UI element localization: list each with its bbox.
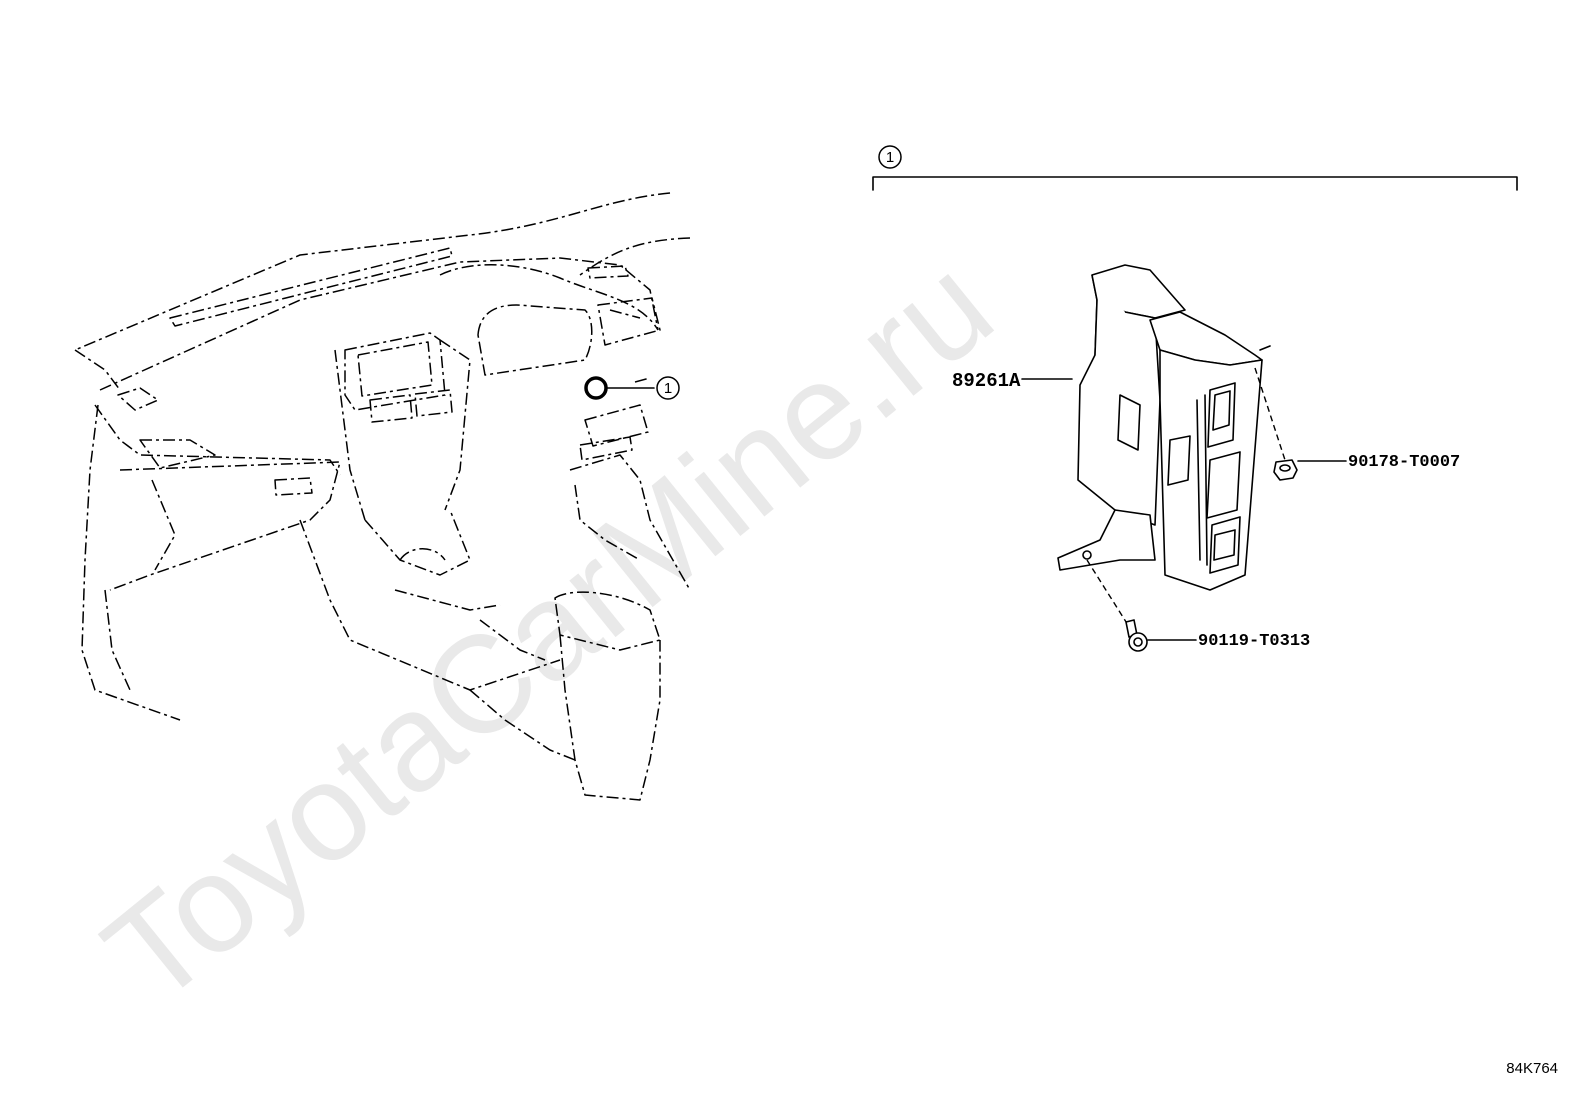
illustration-code: 84K764 <box>1506 1060 1558 1077</box>
callout-circle <box>656 376 680 400</box>
location-callout: 1 <box>584 376 680 400</box>
location-marker <box>584 376 608 400</box>
label-bolt: 90119-T0313 <box>1147 632 1310 651</box>
part-number-90178-t0007: 90178-T0007 <box>1348 453 1460 472</box>
part-number-89261a: 89261A <box>952 370 1021 392</box>
callout-number: 1 <box>664 380 672 397</box>
label-nut: 90178-T0007 <box>1297 453 1460 472</box>
label-ecu: 89261A <box>952 370 1073 392</box>
flange-nut <box>1254 367 1298 481</box>
dashboard-illustration <box>74 192 691 801</box>
watermark-text: ToyotaCarMine.ru <box>77 228 1020 1033</box>
ecu-module <box>1057 264 1271 591</box>
hex-bolt <box>1086 559 1148 652</box>
group-bracket: 1 <box>872 145 1518 191</box>
part-number-90119-t0313: 90119-T0313 <box>1198 632 1310 651</box>
group-bracket-number: 1 <box>886 149 894 166</box>
